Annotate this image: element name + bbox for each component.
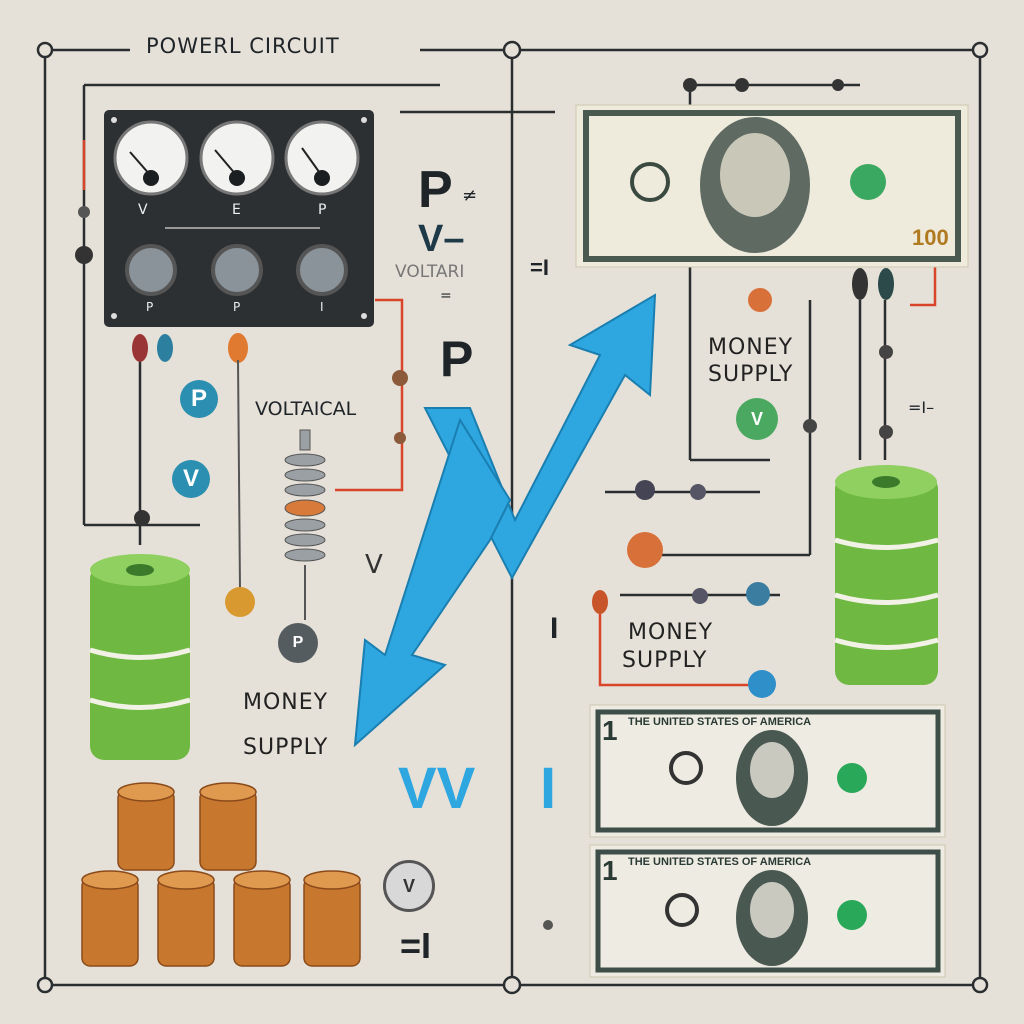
money-supply-top-right-2: SUPPLY — [708, 362, 794, 387]
bill-middle-header: THE UNITED STATES OF AMERICA — [628, 716, 812, 728]
bill-bottom-denomination: 1 — [602, 855, 618, 886]
knob — [125, 244, 348, 296]
spring-resistor — [284, 429, 326, 620]
frame-terminals — [36, 40, 989, 995]
bill-middle-denomination: 1 — [602, 715, 618, 746]
i-center: I — [550, 612, 559, 645]
formula-eq: = — [440, 288, 452, 304]
meter-label-v: V — [138, 202, 148, 218]
coin-v: V — [383, 860, 435, 912]
formula-v: V– — [418, 218, 465, 260]
diagram-title: POWERL CIRCUIT — [146, 34, 340, 58]
money-supply-left-2: SUPPLY — [243, 735, 329, 760]
badge-green: V — [736, 398, 778, 440]
voltaical-label: VOLTAICAL — [255, 398, 357, 420]
knob-label-1: P — [146, 300, 154, 314]
money-supply-mid-right-2: SUPPLY — [622, 648, 708, 673]
vvi-i-label: I — [540, 756, 557, 821]
money-stack-left — [89, 554, 191, 760]
knob-label-2: P — [233, 300, 241, 314]
bill-100-denomination: 100 — [912, 225, 949, 250]
meter-label-e: E — [232, 202, 241, 218]
eq-i-mid: =I — [530, 255, 549, 280]
v-small-label: V — [365, 550, 383, 580]
coin-stacks — [81, 782, 361, 967]
vv-label: VV — [398, 756, 476, 821]
bill-1-middle — [589, 704, 946, 838]
gauge — [113, 120, 360, 196]
money-stack-right — [834, 465, 939, 685]
right-marker: =I– — [908, 398, 935, 417]
formula-voltari: VOLTARI — [395, 262, 465, 282]
money-supply-left-1: MONEY — [243, 690, 329, 715]
meter-panel — [104, 110, 374, 327]
trend-arrow — [353, 293, 657, 748]
money-supply-top-right-1: MONEY — [708, 335, 794, 360]
connectors — [75, 78, 894, 930]
badge-v: V — [172, 460, 210, 498]
badge-p: P — [180, 380, 218, 418]
coin-p: P — [278, 623, 318, 663]
eq-i-bottom: =I — [400, 925, 432, 966]
formula-symbol: ≠ — [462, 185, 478, 206]
money-supply-mid-right-1: MONEY — [628, 620, 714, 645]
bill-bottom-header: THE UNITED STATES OF AMERICA — [628, 856, 812, 868]
bill-100 — [575, 104, 969, 268]
bill-1-bottom — [589, 844, 946, 978]
formula-p: P — [418, 161, 453, 219]
meter-label-p: P — [318, 202, 327, 218]
formula-p-bottom: P — [440, 331, 474, 387]
knob-label-3: I — [320, 300, 324, 314]
